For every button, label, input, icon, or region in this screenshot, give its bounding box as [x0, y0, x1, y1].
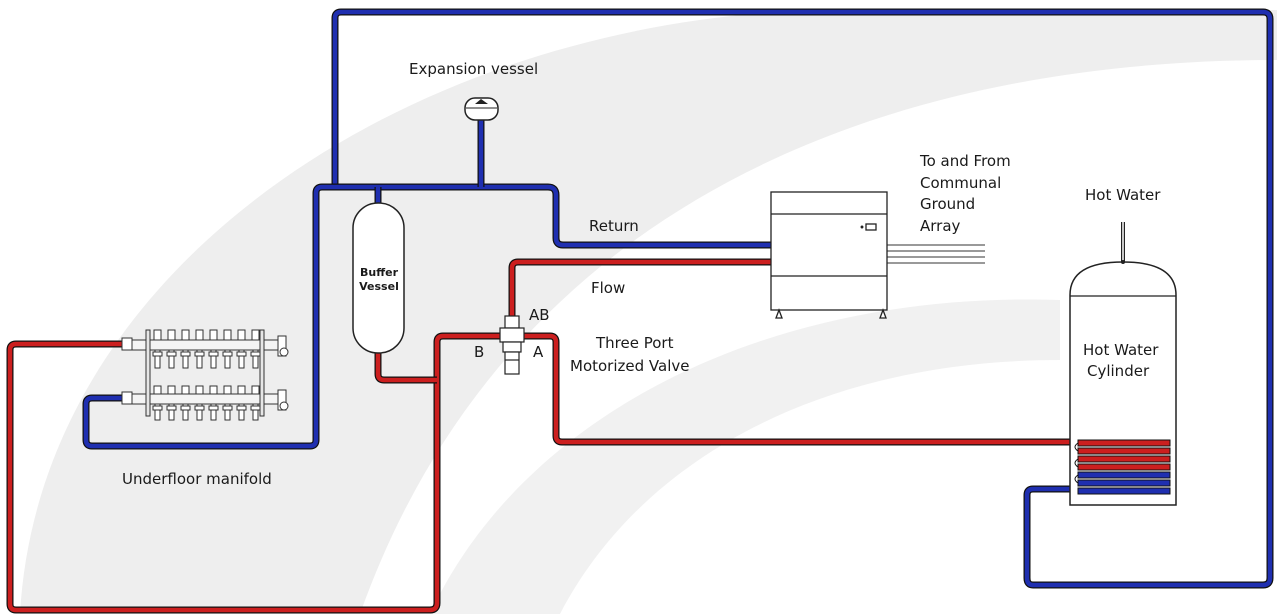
flow-pipes	[6, 258, 1085, 614]
ground-array-label-line2: Communal	[920, 174, 1001, 192]
heat-pump-unit	[770, 191, 888, 319]
expansion-vessel-label: Expansion vessel	[409, 60, 538, 78]
underfloor-manifold	[121, 329, 289, 421]
cylinder-label-line1: Hot Water	[1083, 341, 1159, 359]
return-label: Return	[589, 217, 639, 235]
underfloor-manifold-label: Underfloor manifold	[122, 470, 272, 488]
flow-label: Flow	[591, 279, 625, 297]
cylinder-label-line2: Cylinder	[1087, 362, 1150, 380]
expansion-vessel	[464, 97, 499, 121]
buffer-vessel-label-line2: Vessel	[359, 280, 399, 293]
ground-array-label-line4: Array	[920, 217, 961, 235]
return-pipes	[82, 8, 1274, 589]
ground-array-label-line1: To and From	[919, 152, 1011, 170]
cylinder-heating-coil	[1074, 439, 1171, 495]
buffer-vessel	[352, 202, 405, 354]
valve-port-ab-label: AB	[529, 306, 550, 324]
valve-label-line1: Three Port	[595, 334, 674, 352]
valve-label-line2: Motorized Valve	[570, 357, 689, 375]
ground-array-pipes	[887, 244, 985, 264]
buffer-vessel-label-line1: Buffer	[360, 266, 399, 279]
three-port-motorized-valve	[499, 315, 525, 375]
hot-water-label: Hot Water	[1085, 186, 1161, 204]
valve-port-a-label: A	[533, 343, 544, 361]
valve-port-b-label: B	[474, 343, 484, 361]
ground-array-label-line3: Ground	[920, 195, 975, 213]
